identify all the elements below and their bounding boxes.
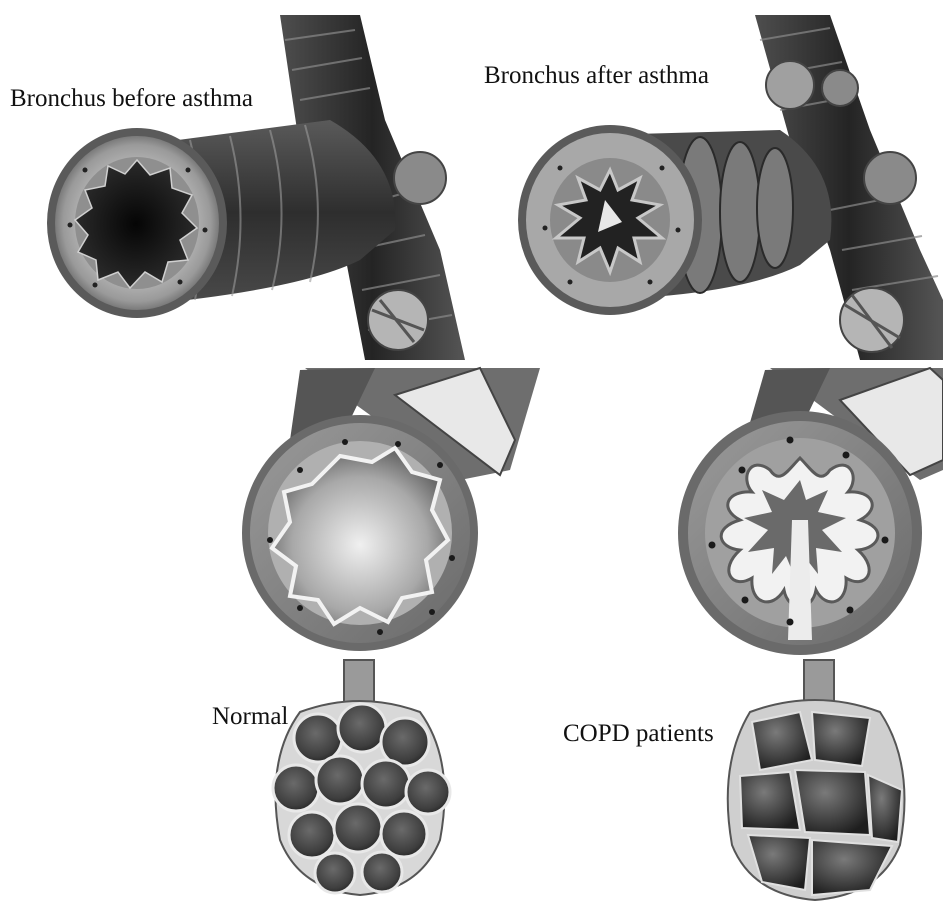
alveoli-copd [728, 660, 905, 900]
label-normal: Normal [212, 704, 288, 729]
label-bronchus-after-asthma: Bronchus after asthma [484, 63, 709, 88]
airway-section-constricted [678, 368, 943, 655]
label-bronchus-before-asthma: Bronchus before asthma [10, 86, 253, 111]
alveoli-normal [273, 660, 450, 895]
label-copd-patients: COPD patients [563, 721, 714, 746]
airway-section-normal [242, 368, 540, 651]
bronchus-before-illustration [47, 15, 465, 360]
